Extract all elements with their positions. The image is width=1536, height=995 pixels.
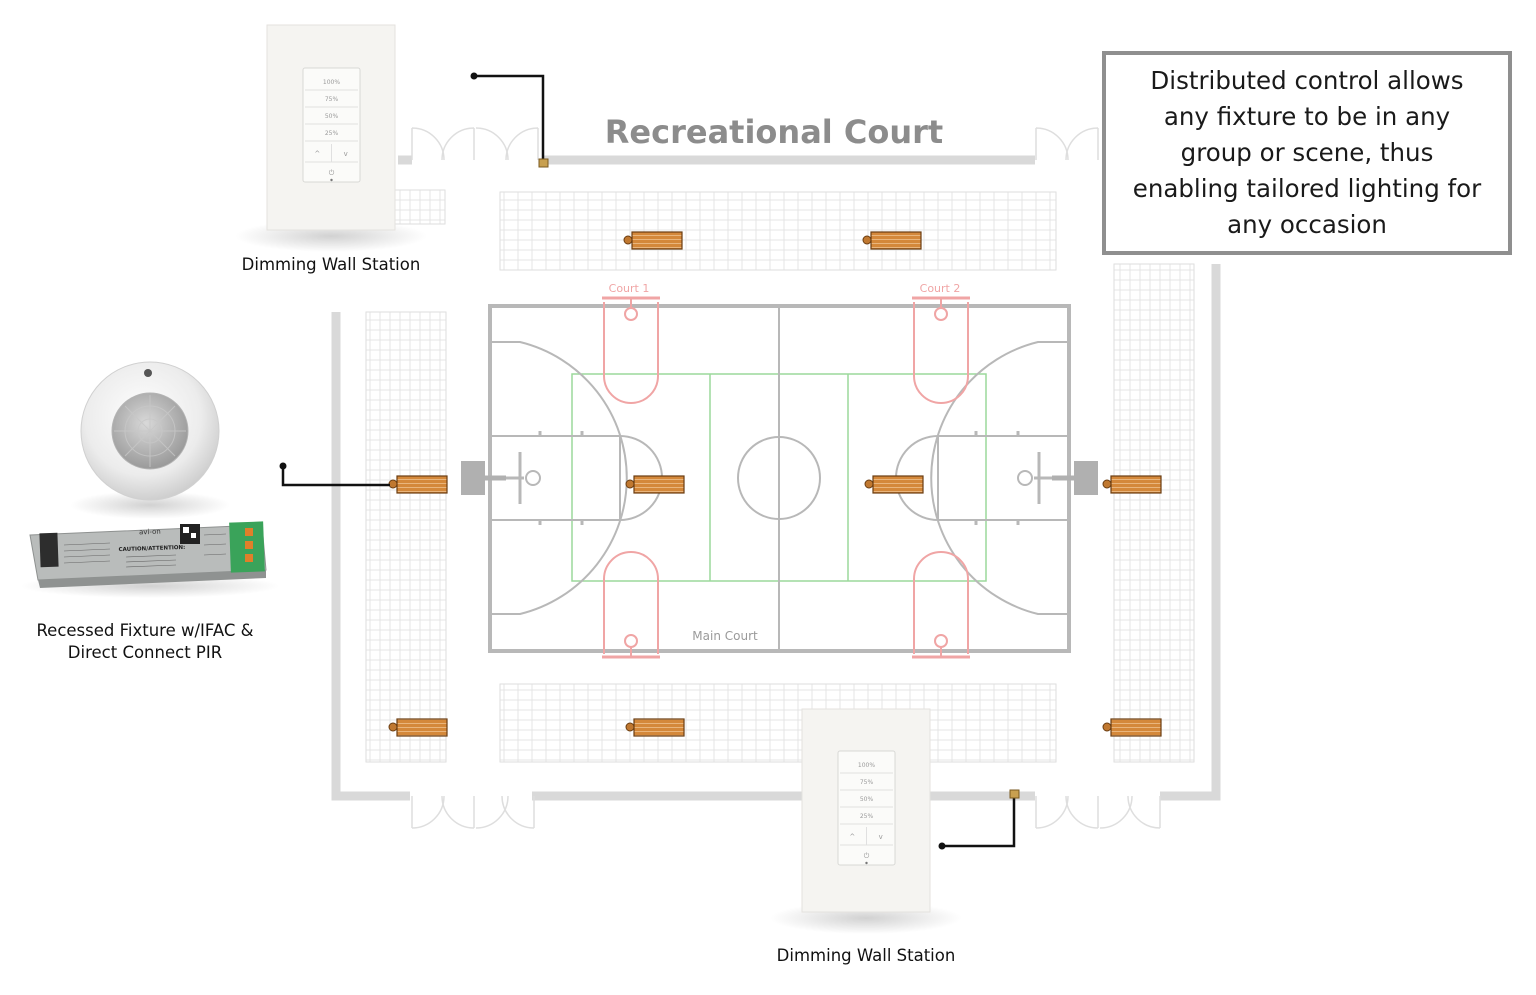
center-circle [737, 436, 821, 520]
fixture-bottom-left [625, 718, 685, 737]
bottom-wall-station-caption: Dimming Wall Station [777, 946, 956, 965]
top-station-wall-box [538, 158, 549, 168]
fixture-connector [281, 466, 390, 487]
fixture-bottom-right-wall [1102, 718, 1162, 737]
bleachers [365, 189, 1195, 763]
bottom-keypad [837, 750, 896, 866]
top-wall-station-caption: Dimming Wall Station [242, 255, 421, 274]
controller-brand: avi-on [139, 528, 161, 537]
court-1-label: Court 1 [609, 282, 650, 295]
top-keypad-down-arrow-icon: v [344, 150, 348, 158]
ifac-controller: avi-on CAUTION/ATTENTION: [20, 521, 280, 598]
top-connector-endpoint [470, 72, 478, 80]
fixture-bottom-left-wall [388, 718, 448, 737]
left-hoop-stanchion [461, 461, 485, 495]
pir-sensor-indicator [144, 369, 152, 377]
bottom-keypad-up-arrow-icon: ^ [849, 833, 855, 841]
top-keypad-button-75: 75% [325, 96, 339, 103]
callout-box: Distributed control allows any fixture t… [1102, 51, 1512, 255]
fixture-top-right [862, 231, 922, 250]
fixture-connector-endpoint [279, 462, 287, 470]
main-court: Main Court [461, 304, 1098, 653]
fixture-court-left [625, 475, 685, 494]
top-keypad [302, 67, 361, 183]
bottom-keypad-button-50: 50% [860, 796, 874, 803]
bottom-keypad-button-100: 100% [858, 762, 875, 769]
light-fixtures [388, 231, 1162, 737]
bottom-connector-endpoint [938, 842, 946, 850]
bottom-keypad-down-arrow-icon: v [879, 833, 883, 841]
top-keypad-button-100: 100% [323, 79, 340, 86]
fixture-caption-line2: Direct Connect PIR [68, 643, 222, 662]
pir-sensor [70, 361, 230, 519]
bottom-keypad-power-icon: ⏻ [864, 852, 870, 860]
bottom-station-connector [942, 796, 1016, 848]
fixture-caption-line1: Recessed Fixture w/IFAC & [36, 621, 253, 640]
bottom-keypad-buttons: 100% 75% 50% 25% ^ v ⏻ [840, 762, 893, 865]
right-hoop-stanchion [1074, 461, 1098, 495]
bottom-keypad-button-75: 75% [860, 779, 874, 786]
fixture-right-wall [1102, 475, 1162, 494]
top-keypad-up-arrow-icon: ^ [314, 150, 320, 158]
bottom-wall-station: 100% 75% 50% 25% ^ v ⏻ [770, 708, 962, 934]
bottom-keypad-button-25: 25% [860, 813, 874, 820]
top-keypad-status-led [330, 178, 333, 182]
callout-text: Distributed control allows any fixture t… [1132, 66, 1482, 239]
room-walls [331, 155, 1221, 801]
fixture-top-left [623, 231, 683, 250]
top-keypad-power-icon: ⏻ [329, 169, 335, 177]
top-keypad-button-50: 50% [325, 113, 339, 120]
controller-heading: CAUTION/ATTENTION: [118, 545, 185, 553]
top-wall-station: 100% 75% 50% 25% ^ v ⏻ [235, 24, 427, 252]
diagram-title: Recreational Court [605, 113, 943, 151]
top-keypad-buttons: 100% 75% 50% 25% ^ v ⏻ [305, 79, 358, 182]
bottom-keypad-status-led [865, 861, 868, 865]
fixture-court-right [864, 475, 924, 494]
top-keypad-button-25: 25% [325, 130, 339, 137]
cross-court-keys [602, 296, 970, 659]
fixture-left-wall [388, 475, 448, 494]
bottom-station-wall-box [1009, 789, 1020, 799]
door-swings [411, 127, 1161, 829]
connector-lines [281, 74, 1016, 848]
top-station-connector [474, 74, 545, 160]
court-2-label: Court 2 [920, 282, 961, 295]
main-court-label: Main Court [692, 629, 758, 643]
